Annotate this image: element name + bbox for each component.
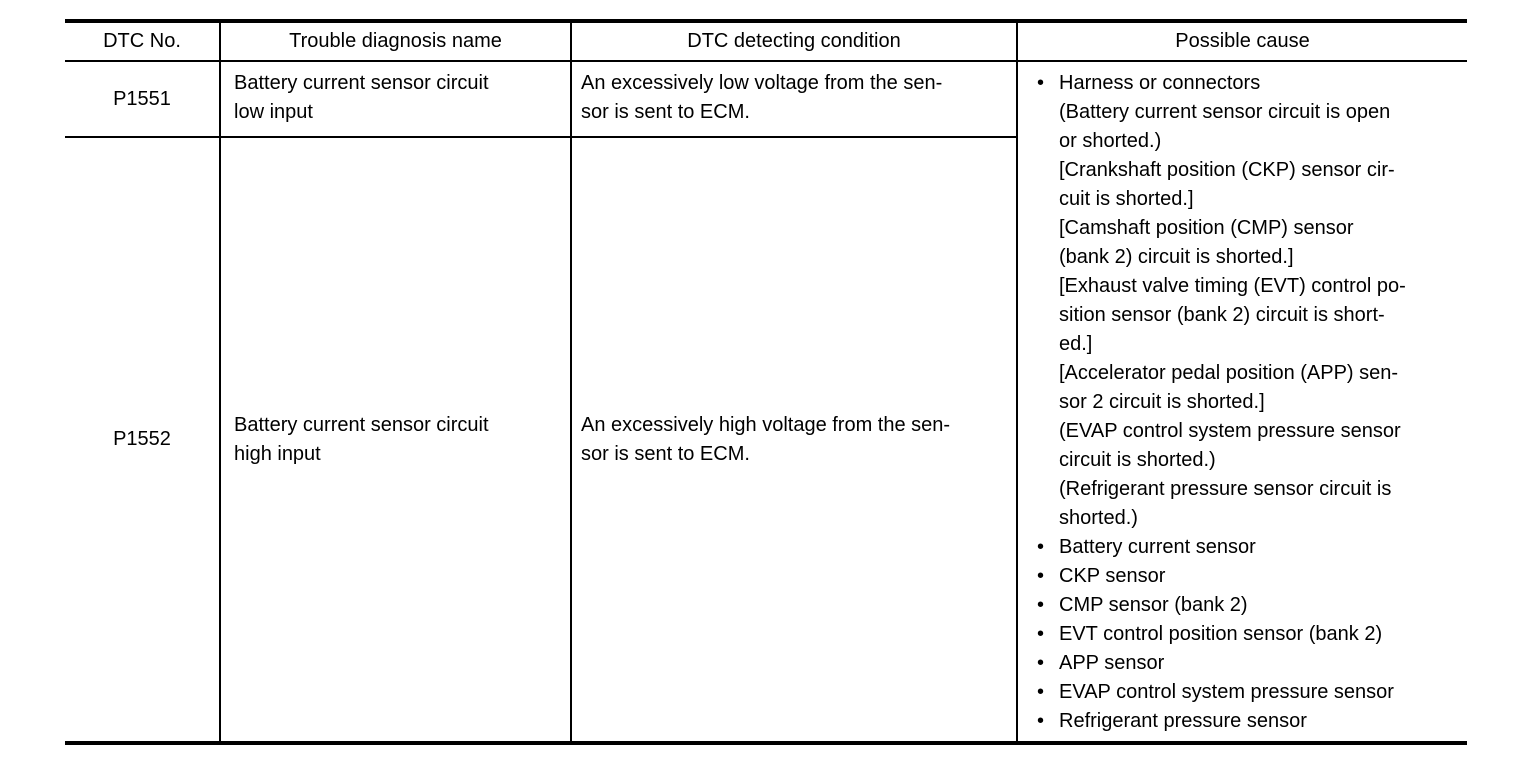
table-row-p1551: P1551 Battery current sensor circuit low… — [65, 61, 1467, 744]
possible-cause-item: • EVT control position sensor (bank 2) — [1037, 620, 1463, 649]
bullet-icon: • — [1037, 710, 1045, 732]
possible-cause-item: • Battery current sensor — [1037, 533, 1463, 562]
bullet-icon: • — [1037, 623, 1045, 645]
possible-cause-item: • CMP sensor (bank 2) — [1037, 591, 1463, 620]
possible-cause-item: • Refrigerant pressure sensor — [1037, 707, 1463, 736]
header-row: DTC No. Trouble diagnosis name DTC detec… — [65, 21, 1467, 62]
possible-cause-text: APP sensor — [1059, 652, 1165, 674]
bullet-icon: • — [1037, 536, 1045, 558]
possible-cause-list: • Harness or connectors (Battery current … — [1037, 69, 1463, 736]
bullet-icon: • — [1037, 594, 1045, 616]
possible-cause-item: • APP sensor — [1037, 649, 1463, 678]
possible-cause-text: CKP sensor — [1059, 565, 1166, 587]
possible-cause-text: Battery current sensor — [1059, 536, 1256, 558]
possible-cause-text: EVAP control system pressure sensor — [1059, 681, 1394, 703]
possible-cause-item: • Harness or connectors (Battery current … — [1037, 69, 1463, 533]
dtc-table: DTC No. Trouble diagnosis name DTC detec… — [65, 19, 1467, 745]
detecting-condition-cell: An excessively high voltage from the sen… — [570, 137, 1017, 743]
bullet-icon: • — [1037, 565, 1045, 587]
possible-cause-cell: • Harness or connectors (Battery current … — [1016, 61, 1467, 744]
bullet-icon: • — [1037, 652, 1045, 674]
possible-cause-text: EVT control position sensor (bank 2) — [1059, 623, 1383, 645]
possible-cause-text: CMP sensor (bank 2) — [1059, 594, 1248, 616]
dtc-number-cell: P1552 — [113, 428, 171, 450]
detecting-condition-cell: An excessively low voltage from the sen-… — [570, 61, 1017, 138]
header-possible-cause: Possible cause — [1016, 21, 1467, 62]
diagnosis-name-cell: Battery current sensor circuit low input — [219, 61, 571, 138]
possible-cause-item: • EVAP control system pressure sensor — [1037, 678, 1463, 707]
table-row-p1552: P1552 Battery current sensor circuit hig… — [65, 137, 1467, 743]
possible-cause-text: Refrigerant pressure sensor — [1059, 710, 1307, 732]
possible-cause-text: Harness or connectors (Battery current s… — [1059, 72, 1406, 529]
dtc-number-cell: P1551 — [65, 61, 220, 138]
bullet-icon: • — [1037, 681, 1045, 703]
possible-cause-item: • CKP sensor — [1037, 562, 1463, 591]
header-trouble-diagnosis-name: Trouble diagnosis name — [219, 21, 571, 62]
bullet-icon: • — [1037, 72, 1045, 94]
header-dtc-detecting-condition: DTC detecting condition — [570, 21, 1017, 62]
header-dtc-no: DTC No. — [65, 21, 220, 62]
diagnosis-name-cell: Battery current sensor circuit high inpu… — [219, 137, 571, 743]
